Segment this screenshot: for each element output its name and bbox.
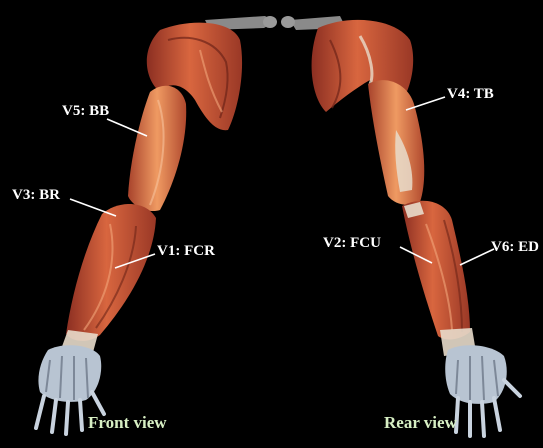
label-v2-flexor-carpi-ulnaris: V2: FCU <box>323 236 381 251</box>
front-biceps <box>128 86 186 211</box>
label-v1-flexor-carpi-radialis: V1: FCR <box>157 244 215 259</box>
leader-v3 <box>70 199 116 216</box>
caption-rear-view: Rear view <box>384 414 457 431</box>
label-v5-biceps-brachii: V5: BB <box>62 104 109 119</box>
rear-arm <box>281 16 520 436</box>
label-v4-triceps-brachii: V4: TB <box>447 87 494 102</box>
leader-v6 <box>460 249 494 265</box>
front-arm <box>36 16 277 434</box>
rear-forearm <box>402 201 470 340</box>
caption-front-view: Front view <box>88 414 167 431</box>
label-v3-brachioradialis: V3: BR <box>12 188 60 203</box>
label-v6-extensor-digitorum: V6: ED <box>491 240 539 255</box>
